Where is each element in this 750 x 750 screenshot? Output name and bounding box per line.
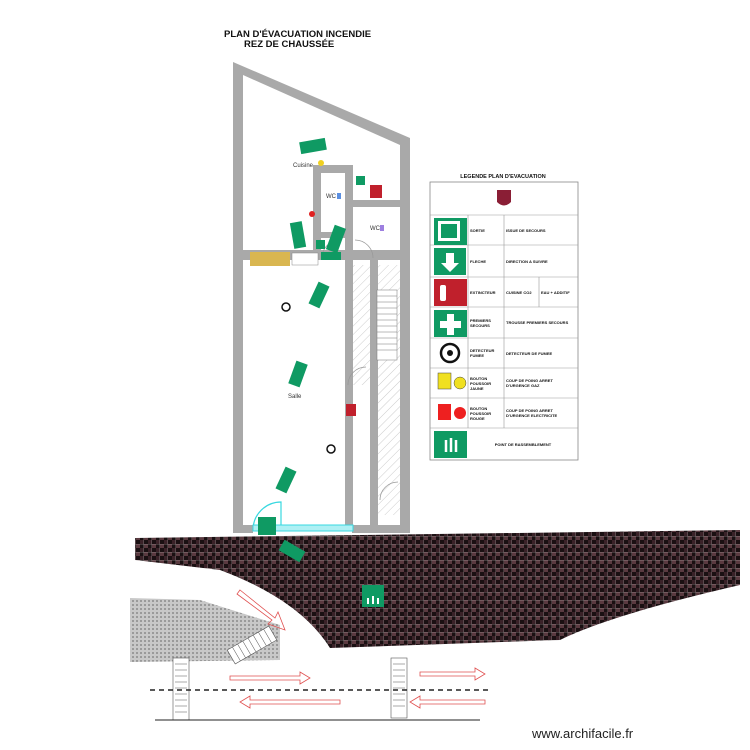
plan-title: PLAN D'ÉVACUATION INCENDIE REZ DE CHAUSS… [224, 30, 371, 50]
outdoor-stairs [226, 625, 278, 665]
evacuation-arrows [229, 589, 486, 709]
emergency-exit-sign [258, 517, 276, 535]
assembly-point-icon [362, 585, 384, 607]
fire-extinguisher-icon [434, 279, 467, 306]
legend-title: LEGENDE PLAN D'EVACUATION [460, 174, 545, 180]
room-label-kitchen: Cuisine [293, 163, 314, 169]
exit-sign [321, 252, 341, 260]
room-label-wc2: WC [370, 226, 381, 232]
red-button-icon [438, 404, 451, 420]
legend-desc: ISSUE DE SECOURS [504, 215, 578, 245]
stair-left [172, 657, 190, 721]
watermark: www.archifacile.fr [532, 726, 634, 741]
fire-extinguisher-icon [370, 185, 382, 198]
legend-label-text: FLECHE [470, 258, 486, 264]
legend-label: BOUTON POUSSOIR ROUGE [468, 398, 504, 428]
legend-label-text: DETECTEUR FUMEE [470, 348, 495, 358]
smoke-detector-icon [281, 302, 336, 454]
legend-desc: CUISINE CO2 [504, 277, 539, 307]
title-line-2: REZ DE CHAUSSÉE [244, 39, 335, 50]
first-aid-icon [356, 176, 365, 185]
legend-desc: COUP DE POING ARRET D'URGENCE GAZ [504, 368, 578, 398]
legend-label: BOUTON POUSSOIR JAUNE [468, 368, 504, 398]
fire-extinguisher-icon [346, 404, 356, 416]
legend-desc: TROUSSE PREMIERS SECOURS [504, 307, 578, 338]
legend-desc-2-text: EAU + ADDITIF [541, 289, 570, 295]
legend: LEGENDE PLAN D'EVACUATION [429, 174, 579, 461]
legend-label: SORTIE [468, 215, 504, 245]
first-aid-icon [316, 240, 325, 249]
legend-desc-text: TROUSSE PREMIERS SECOURS [506, 320, 569, 325]
terrace-area [135, 530, 740, 648]
red-button-icon [309, 211, 315, 217]
smoke-detector-icon [439, 342, 461, 364]
legend-desc-text: COUP DE POING ARRET D'URGENCE GAZ [506, 378, 553, 388]
legend-label-text: BOUTON POUSSOIR JAUNE [470, 375, 492, 391]
legend-label: PREMIERS SECOURS [468, 307, 504, 338]
bench [250, 252, 290, 266]
legend-desc-text: CUISINE CO2 [506, 289, 532, 295]
sidewalk-area [130, 598, 280, 662]
interior-stairs [376, 289, 398, 361]
glass-front [252, 524, 354, 532]
legend-symbols [434, 218, 467, 458]
legend-label: EXTINCTEUR [468, 277, 504, 307]
legend-desc-2: EAU + ADDITIF [539, 277, 578, 307]
legend-logo [497, 190, 511, 206]
wc-icon [380, 225, 384, 231]
legend-desc-text: DETECTEUR DE FUMEE [506, 350, 553, 356]
legend-desc-text: POINT DE RASSEMBLEMENT [494, 441, 552, 447]
legend-desc-text: ISSUE DE SECOURS [506, 227, 546, 233]
yellow-button-icon [318, 160, 324, 166]
yellow-button-icon [437, 372, 452, 390]
legend-desc: DETECTEUR DE FUMEE [504, 338, 578, 368]
legend-desc: POINT DE RASSEMBLEMENT [468, 428, 578, 460]
room-label-hall: Salle [288, 394, 302, 400]
title-line-1: PLAN D'ÉVACUATION INCENDIE [224, 29, 372, 40]
legend-desc-text: COUP DE POING ARRET D'URGENCE ELECTRICIT… [506, 408, 558, 418]
legend-label-text: BOUTON POUSSOIR ROUGE [470, 405, 492, 421]
legend-desc: DIRECTION A SUIVRE [504, 245, 578, 277]
direction-arrow-icon [275, 137, 347, 563]
legend-desc: COUP DE POING ARRET D'URGENCE ELECTRICIT… [504, 398, 578, 428]
legend-label-text: PREMIERS SECOURS [470, 317, 491, 328]
legend-label: DETECTEUR FUMEE [468, 338, 504, 368]
legend-desc-text: DIRECTION A SUIVRE [506, 258, 548, 264]
legend-label-text: SORTIE [470, 227, 485, 233]
legend-label-text: EXTINCTEUR [470, 289, 496, 295]
legend-label: FLECHE [468, 245, 504, 277]
room-label-wc1: WC [326, 194, 337, 200]
wc-icon [337, 193, 341, 199]
